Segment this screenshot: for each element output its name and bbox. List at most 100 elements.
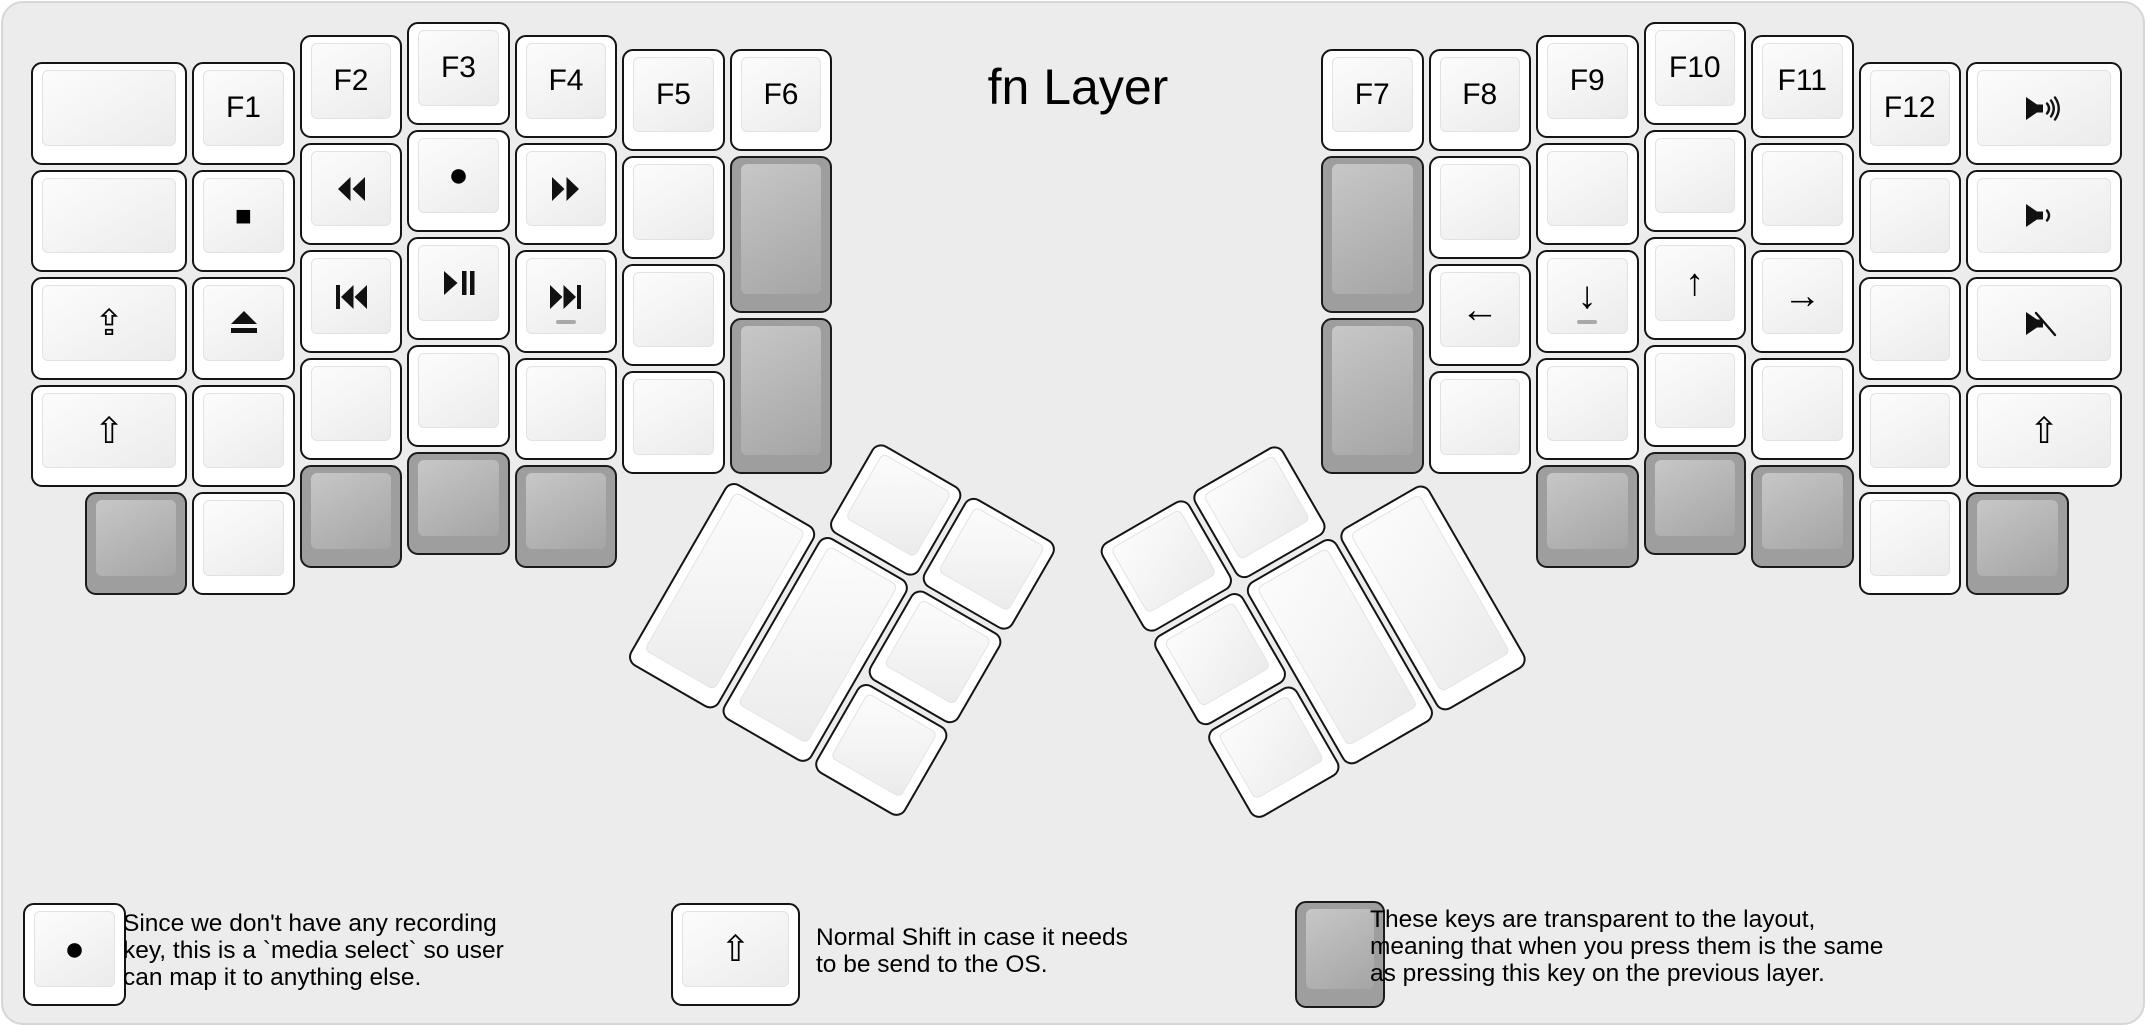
keycap-face: F1 xyxy=(203,70,284,146)
key-blank[interactable] xyxy=(1858,169,1961,273)
key-transparent[interactable] xyxy=(514,465,618,568)
key-play-pause[interactable] xyxy=(407,237,510,340)
key-f3[interactable]: F3 xyxy=(407,22,510,125)
shift-icon: ⇧ xyxy=(2029,409,2060,451)
key-arrow-up[interactable]: ↑ xyxy=(1643,237,1746,340)
key-f1[interactable]: F1 xyxy=(192,62,295,165)
key-blank[interactable] xyxy=(1428,156,1531,259)
key-f10[interactable]: F10 xyxy=(1643,22,1746,125)
keycap-face xyxy=(42,70,177,146)
caps-lock-icon: ⇪ xyxy=(94,302,125,344)
keycap-face xyxy=(203,500,284,576)
key-f4[interactable]: F4 xyxy=(514,35,618,138)
key-volume-mute[interactable] xyxy=(1966,277,2123,380)
key-blank[interactable] xyxy=(1643,344,1746,447)
keycap-face: F7 xyxy=(1332,56,1413,133)
key-caps-lock[interactable]: ⇪ xyxy=(31,277,188,380)
key-transparent[interactable] xyxy=(1321,317,1424,474)
key-shift[interactable]: ⇧ xyxy=(31,384,188,488)
key-blank[interactable] xyxy=(31,62,188,165)
homing-bar xyxy=(1577,319,1598,324)
key-transparent[interactable] xyxy=(729,317,833,474)
key-f12[interactable]: F12 xyxy=(1858,62,1961,165)
key-next-track[interactable] xyxy=(514,250,618,353)
key-transparent[interactable] xyxy=(1966,492,2069,595)
key-blank[interactable] xyxy=(299,357,403,461)
key-blank[interactable] xyxy=(192,492,295,595)
key-blank[interactable] xyxy=(1858,277,1961,380)
key-blank[interactable] xyxy=(192,384,295,488)
key-blank[interactable] xyxy=(514,357,618,461)
volume-down-icon xyxy=(2026,204,2051,228)
fast-forward-icon xyxy=(552,177,579,202)
key-blank[interactable] xyxy=(1751,142,1854,246)
key-transparent[interactable] xyxy=(1751,465,1854,568)
key-blank[interactable] xyxy=(1643,129,1746,232)
key-label: F4 xyxy=(548,64,584,98)
keycap-face: F3 xyxy=(418,30,499,106)
keycap-face xyxy=(1654,460,1735,536)
key-f6[interactable]: F6 xyxy=(729,48,833,152)
keycap-face xyxy=(418,245,499,321)
key-rewind[interactable] xyxy=(299,142,403,246)
keycap-face xyxy=(633,379,714,455)
keycap-face xyxy=(1547,365,1628,442)
key-blank[interactable] xyxy=(407,344,510,447)
key-label: F7 xyxy=(1354,77,1390,111)
keycap-face: ⇪ xyxy=(42,285,177,361)
key-transparent[interactable] xyxy=(1643,452,1746,555)
key-transparent[interactable] xyxy=(407,452,510,555)
play-pause-icon xyxy=(443,271,474,296)
key-f8[interactable]: F8 xyxy=(1428,48,1531,152)
keycap-face: ↓ xyxy=(1547,258,1628,334)
key-previous-track[interactable] xyxy=(299,250,403,353)
keycap-face: F12 xyxy=(1869,70,1950,146)
key-blank[interactable] xyxy=(1536,142,1639,246)
key-f9[interactable]: F9 xyxy=(1536,35,1639,138)
key-volume-down[interactable] xyxy=(1966,169,2123,273)
key-blank[interactable] xyxy=(1536,357,1639,461)
key-record[interactable]: ● xyxy=(407,129,510,232)
key-transparent[interactable] xyxy=(299,465,403,568)
key-label: F11 xyxy=(1777,64,1827,98)
key-blank[interactable] xyxy=(622,156,725,259)
key-transparent[interactable] xyxy=(84,492,188,595)
keycap-face: ■ xyxy=(203,177,284,254)
key-eject[interactable] xyxy=(192,277,295,380)
key-label: F2 xyxy=(333,64,369,98)
key-f11[interactable]: F11 xyxy=(1751,35,1854,138)
keycap-face xyxy=(310,473,392,549)
key-blank[interactable] xyxy=(1428,371,1531,474)
key-blank[interactable] xyxy=(31,169,188,273)
key-blank[interactable] xyxy=(1858,384,1961,488)
key-f5[interactable]: F5 xyxy=(622,48,725,152)
keycap-face xyxy=(42,177,177,254)
keycap-face xyxy=(1762,150,1843,227)
keycap-face xyxy=(418,460,499,536)
keycap-face: F8 xyxy=(1439,56,1520,133)
keycap-face xyxy=(740,164,822,294)
next-track-icon xyxy=(550,284,581,309)
key-transparent[interactable] xyxy=(1536,465,1639,568)
key-blank[interactable] xyxy=(622,263,725,367)
key-arrow-right[interactable]: → xyxy=(1751,250,1854,353)
key-blank[interactable] xyxy=(622,371,725,474)
arrow-up-icon: ↑ xyxy=(1685,261,1705,304)
key-shift[interactable]: ⇧ xyxy=(1966,384,2123,488)
key-arrow-down[interactable]: ↓ xyxy=(1536,250,1639,353)
key-stop[interactable]: ■ xyxy=(192,169,295,273)
key-f2[interactable]: F2 xyxy=(299,35,403,138)
keycap-face xyxy=(1439,379,1520,455)
key-arrow-left[interactable]: ← xyxy=(1428,263,1531,367)
key-transparent[interactable] xyxy=(729,156,833,313)
key-blank[interactable] xyxy=(1858,492,1961,595)
key-volume-up[interactable] xyxy=(1966,62,2123,165)
keycap-face xyxy=(310,150,392,227)
key-fast-forward[interactable] xyxy=(514,142,618,246)
volume-mute-icon xyxy=(2026,311,2057,336)
key-f7[interactable]: F7 xyxy=(1321,48,1424,152)
key-blank[interactable] xyxy=(1751,357,1854,461)
keycap-face: F2 xyxy=(310,43,392,119)
keycap-face xyxy=(1439,164,1520,240)
key-transparent[interactable] xyxy=(1321,156,1424,313)
